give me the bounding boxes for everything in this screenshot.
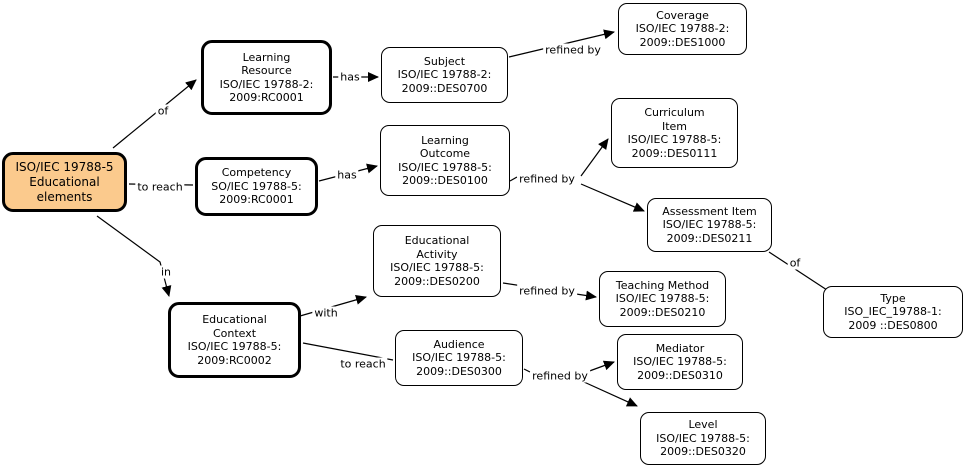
edge-learning-outcome-curriculum-item [580,138,609,177]
node-competency: Competency SO/IEC 19788-5: 2009:RC0001 [195,157,318,216]
node-learning-resource: Learning Resource ISO/IEC 19788-2: 2009:… [201,40,332,115]
node-root: ISO/IEC 19788-5 Educational elements [2,152,127,212]
node-subject: Subject ISO/IEC 19788-2: 2009::DES0700 [381,47,508,103]
node-audience: Audience ISO/IEC 19788-5: 2009::DES0300 [395,330,523,386]
edge-assessment-item-type [768,251,828,291]
edge-label-of-type: of [787,256,803,270]
node-assessment-item: Assessment Item ISO/IEC 19788-5: 2009::D… [647,198,772,252]
edge-learning-outcome-tick [509,176,518,182]
node-type: Type ISO_IEC_19788-1: 2009 ::DES0800 [823,286,963,338]
node-educational-context: Educational Context ISO/IEC 19788-5: 200… [168,302,301,378]
edge-label-in: in [158,265,174,279]
edge-label-refined-by-audience: refined by [530,369,590,383]
edge-label-to-reach-audience: to reach [338,357,388,371]
node-learning-outcome: Learning Outcome ISO/IEC 19788-5: 2009::… [380,125,510,196]
edge-label-with: with [312,306,340,320]
edge-educational-context-audience [302,342,394,361]
node-teaching-method: Teaching Method ISO/IEC 19788-5: 2009::D… [599,271,726,327]
node-coverage: Coverage ISO/IEC 19788-2: 2009::DES1000 [618,3,747,55]
edge-label-has-subject: has [338,70,362,84]
node-mediator: Mediator ISO/IEC 19788-5: 2009::DES0310 [617,334,743,390]
node-educational-activity: Educational Activity ISO/IEC 19788-5: 20… [373,225,501,297]
edge-label-refined-by-coverage: refined by [543,43,603,57]
edge-audience-level [583,381,638,407]
node-level: Level ISO/IEC 19788-5: 2009::DES0320 [640,412,766,465]
edge-label-refined-by-teaching: refined by [517,284,577,298]
edge-label-has-learning-outcome: has [335,168,359,182]
edge-root-learning-resource [112,79,197,149]
edge-label-refined-by-outcome: refined by [517,172,577,186]
edge-learning-outcome-assessment-item [580,183,645,212]
edge-root-educational-context [96,215,172,297]
edge-audience-tick [523,368,531,373]
edge-label-to-reach-competency: to reach [135,180,185,194]
edge-label-of-learning-resource: of [155,104,171,118]
node-curriculum-item: Curriculum Item ISO/IEC 19788-5: 2009::D… [611,98,738,168]
